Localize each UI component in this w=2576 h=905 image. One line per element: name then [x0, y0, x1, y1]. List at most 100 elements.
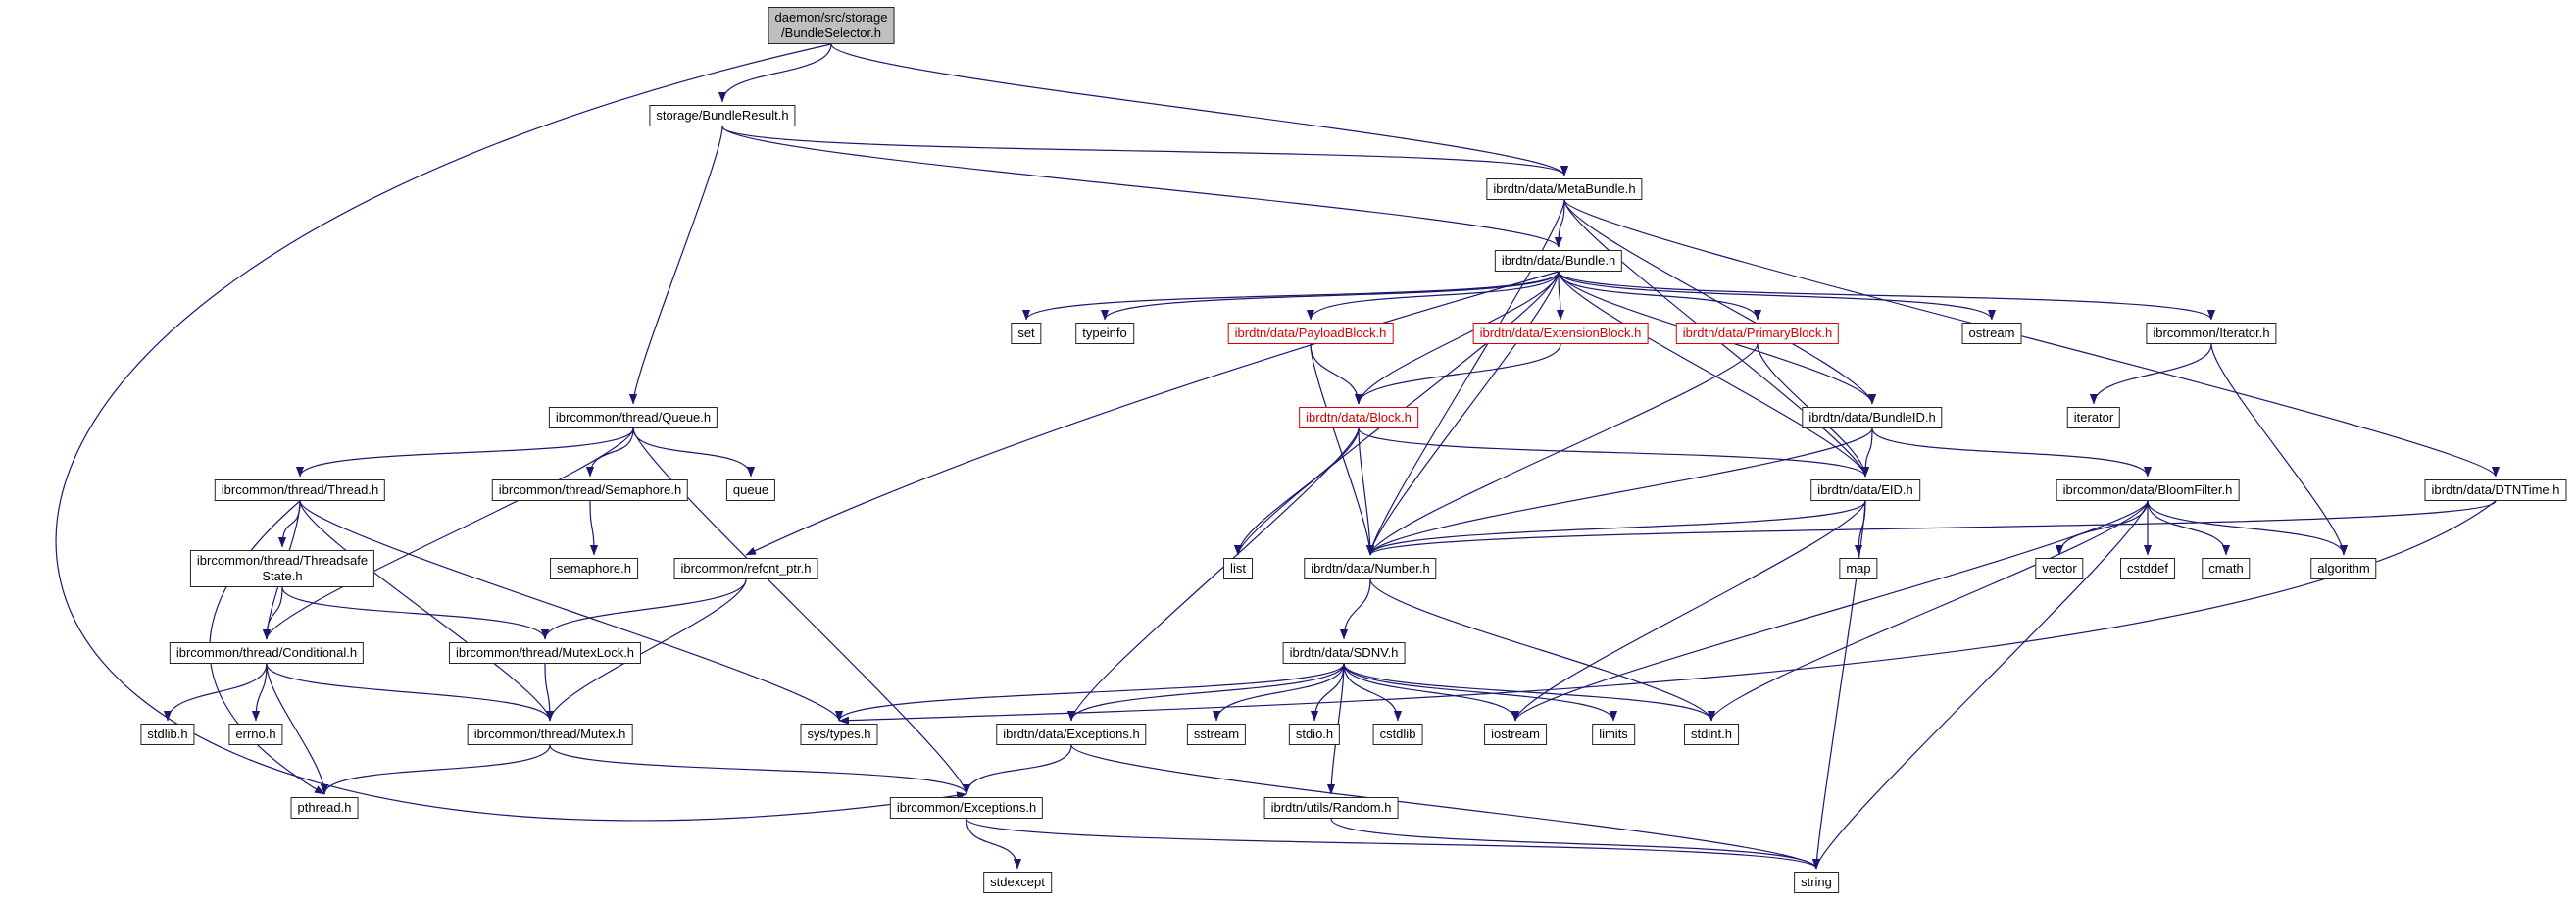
include-edge-bloom-filter-to-stdint — [1708, 500, 2149, 722]
graph-node-sstream: sstream — [1186, 724, 1247, 745]
graph-node-threadsafe-state[interactable]: ibrcommon/thread/Threadsafe State.h — [189, 550, 375, 587]
graph-node-cstdlib: cstdlib — [1372, 724, 1423, 745]
graph-node-bundle-result[interactable]: storage/BundleResult.h — [649, 105, 796, 126]
graph-node-thread[interactable]: ibrcommon/thread/Thread.h — [214, 479, 386, 501]
graph-node-cstddef: cstddef — [2120, 558, 2175, 579]
include-edge-conditional-to-stdlib — [163, 663, 268, 722]
include-edge-bundle-id-to-number — [1366, 427, 1873, 556]
include-edge-eid-to-number — [1366, 500, 1866, 556]
graph-node-conditional[interactable]: ibrcommon/thread/Conditional.h — [169, 642, 365, 664]
include-edge-block-to-number — [1358, 427, 1375, 556]
graph-node-extension-block[interactable]: ibrdtn/data/ExtensionBlock.h — [1472, 323, 1649, 344]
include-edge-dtn-exceptions-to-ibr-exceptions — [962, 744, 1072, 795]
include-edge-random-to-string — [1330, 818, 1820, 870]
graph-node-limits: limits — [1592, 724, 1635, 745]
include-edge-root-to-meta-bundle — [830, 43, 1568, 176]
include-edge-bloom-filter-to-vector — [2055, 500, 2149, 556]
include-edge-block-to-list — [1233, 427, 1360, 556]
include-edge-sdnv-to-dtn-exceptions — [1066, 663, 1345, 722]
include-edge-bloom-filter-to-string — [1811, 500, 2149, 870]
include-edge-number-to-stdint — [1369, 578, 1715, 722]
graph-node-eid[interactable]: ibrdtn/data/EID.h — [1810, 479, 1920, 501]
graph-node-number[interactable]: ibrdtn/data/Number.h — [1304, 558, 1437, 579]
include-edge-dtn-time-to-number — [1366, 500, 2497, 556]
include-edge-bundle-to-refcnt-ptr — [745, 271, 1560, 556]
graph-node-ibr-exceptions[interactable]: ibrcommon/Exceptions.h — [889, 797, 1044, 819]
include-edge-root-to-bundle-result — [718, 43, 832, 103]
graph-node-ostream: ostream — [1961, 323, 2022, 344]
graph-node-iterator: iterator — [2066, 407, 2121, 428]
graph-node-semaphore-h[interactable]: ibrcommon/thread/Semaphore.h — [491, 479, 689, 501]
include-edge-bundle-to-typeinfo — [1101, 271, 1560, 321]
include-edge-refcnt-ptr-to-mutex-lock — [540, 578, 747, 640]
include-edge-sdnv-to-sstream — [1212, 663, 1345, 722]
include-edge-bundle-to-ostream — [1558, 271, 1996, 321]
include-edge-threadsafe-state-to-conditional — [262, 586, 283, 640]
graph-node-meta-bundle[interactable]: ibrdtn/data/MetaBundle.h — [1486, 178, 1643, 200]
include-edge-primary-block-to-number — [1366, 343, 1759, 556]
graph-node-queue: queue — [725, 479, 776, 501]
graph-node-set: set — [1011, 323, 1042, 344]
include-edge-bundle-to-eid — [1558, 271, 1870, 478]
graph-node-cmath: cmath — [2202, 558, 2251, 579]
include-edge-block-to-dtn-exceptions — [1066, 427, 1360, 722]
include-edge-bundle-id-to-bloom-filter — [1871, 427, 2153, 478]
include-edge-dtn-exceptions-to-string — [1070, 744, 1820, 870]
graph-node-block[interactable]: ibrdtn/data/Block.h — [1299, 407, 1418, 428]
graph-node-random[interactable]: ibrdtn/utils/Random.h — [1263, 797, 1399, 819]
include-edge-sdnv-to-iostream — [1343, 663, 1520, 722]
include-edge-payload-block-to-number — [1310, 343, 1375, 556]
graph-node-queue-h[interactable]: ibrcommon/thread/Queue.h — [548, 407, 718, 428]
graph-node-dtn-time[interactable]: ibrdtn/data/DTNTime.h — [2424, 479, 2567, 501]
include-edge-extension-block-to-block — [1354, 343, 1561, 405]
include-edge-sdnv-to-sys-types — [835, 663, 1345, 722]
include-edge-mutex-to-ibr-exceptions — [549, 744, 970, 795]
graph-node-stdexcept: stdexcept — [983, 872, 1052, 893]
include-edge-bundle-to-payload-block — [1306, 271, 1560, 321]
graph-node-stdint: stdint.h — [1684, 724, 1739, 745]
graph-node-primary-block[interactable]: ibrdtn/data/PrimaryBlock.h — [1675, 323, 1840, 344]
dependency-edges — [55, 43, 2500, 870]
include-edge-ibr-exceptions-to-string — [966, 818, 1820, 870]
graph-node-root: daemon/src/storage /BundleSelector.h — [768, 7, 895, 44]
include-edge-meta-bundle-to-number — [1365, 199, 1565, 556]
graph-node-pthread: pthread.h — [290, 797, 359, 819]
include-edge-mutex-lock-to-mutex — [544, 663, 555, 722]
include-edge-queue-h-to-thread — [296, 427, 634, 478]
include-edge-bundle-to-primary-block — [1558, 271, 1762, 321]
graph-node-iterator-h[interactable]: ibrcommon/Iterator.h — [2146, 323, 2277, 344]
include-edge-conditional-to-mutex — [266, 663, 555, 722]
include-edge-queue-h-to-queue — [632, 427, 756, 478]
include-edge-bundle-to-block — [1354, 271, 1560, 405]
graph-node-refcnt-ptr[interactable]: ibrcommon/refcnt_ptr.h — [673, 558, 818, 579]
include-edge-sdnv-to-cstdlib — [1343, 663, 1403, 722]
include-edge-bundle-to-number — [1365, 271, 1560, 556]
include-edge-semaphore-h-to-semaphore-sys — [589, 500, 599, 556]
include-edge-sdnv-to-limits — [1343, 663, 1618, 722]
include-edge-mutex-to-pthread — [320, 744, 551, 795]
include-edge-eid-to-string — [1811, 500, 1866, 870]
graph-node-bundle-id[interactable]: ibrdtn/data/BundleID.h — [1802, 407, 1943, 428]
include-edge-sdnv-to-stdint — [1343, 663, 1715, 722]
graph-node-sys-types: sys/types.h — [800, 724, 878, 745]
include-edge-queue-h-to-ibr-exceptions — [632, 427, 971, 795]
graph-node-algorithm: algorithm — [2310, 558, 2377, 579]
include-edge-bundle-to-iterator-h — [1558, 271, 2215, 321]
include-edge-bloom-filter-to-cmath — [2147, 500, 2231, 556]
graph-node-payload-block[interactable]: ibrdtn/data/PayloadBlock.h — [1227, 323, 1394, 344]
include-edge-number-to-sdnv — [1339, 578, 1371, 640]
include-edge-payload-block-to-block — [1310, 343, 1363, 405]
include-edge-bloom-filter-to-iostream — [1511, 500, 2149, 722]
include-edge-eid-to-iostream — [1511, 500, 1866, 722]
graph-node-mutex-lock[interactable]: ibrcommon/thread/MutexLock.h — [448, 642, 642, 664]
graph-node-mutex[interactable]: ibrcommon/thread/Mutex.h — [467, 724, 633, 745]
graph-node-dtn-exceptions[interactable]: ibrdtn/data/Exceptions.h — [996, 724, 1147, 745]
graph-node-string: string — [1794, 872, 1839, 893]
include-edge-bundle-to-extension-block — [1556, 271, 1565, 321]
graph-node-sdnv[interactable]: ibrdtn/data/SDNV.h — [1282, 642, 1406, 664]
graph-node-semaphore-sys: semaphore.h — [550, 558, 638, 579]
graph-node-bundle[interactable]: ibrdtn/data/Bundle.h — [1494, 250, 1623, 272]
include-edge-block-to-eid — [1358, 427, 1869, 478]
graph-node-bloom-filter[interactable]: ibrcommon/data/BloomFilter.h — [2056, 479, 2240, 501]
